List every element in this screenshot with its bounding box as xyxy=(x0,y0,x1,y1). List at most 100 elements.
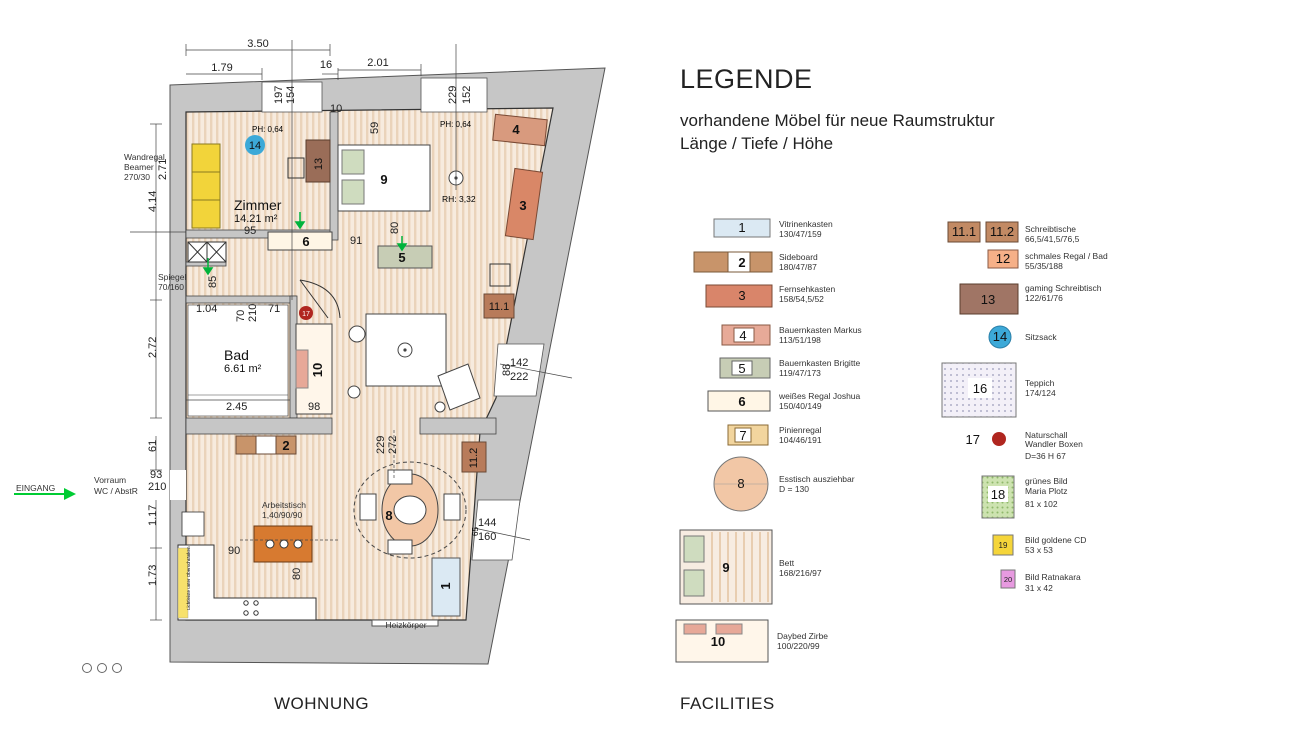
legend-item-16: 16 Teppich 174/124 xyxy=(941,362,1056,418)
slide-pagination[interactable] xyxy=(82,660,127,678)
legend-9-num: 9 xyxy=(722,560,729,575)
legend-item-3: 3 Fernsehkasten 158/54,5/52 xyxy=(705,284,835,308)
legend-3-name: Fernsehkasten xyxy=(779,284,835,294)
furniture-14 xyxy=(245,135,265,155)
legend-12-name: schmales Regal / Bad xyxy=(1025,251,1108,261)
furniture-4 xyxy=(492,113,548,147)
legend-7-dims: 104/46/191 xyxy=(779,435,822,445)
lichtleiste-label: Lichtleiste unter Oberschränken xyxy=(186,546,191,610)
dim-65: 65 xyxy=(471,527,480,536)
legend-8-num: 8 xyxy=(737,476,744,491)
entrance-label: EINGANG xyxy=(16,483,55,493)
legend-item-2: 2 Sideboard 180/47/87 xyxy=(693,251,818,273)
legend-item-11: 11.1 11.2 Schreibtische 66,5/41,5/76,5 xyxy=(947,221,1080,244)
legend-item-20: 20 Bild Ratnakara 31 x 42 xyxy=(1000,569,1081,593)
legend-6-name: weißes Regal Joshua xyxy=(778,391,861,401)
furniture-17 xyxy=(299,306,313,320)
dim-61: 61 xyxy=(147,440,159,452)
legend-4-num: 4 xyxy=(739,328,746,343)
legend-item-10: 10 Daybed Zirbe 100/220/99 xyxy=(675,619,828,663)
bathroom-floor xyxy=(187,304,289,417)
interior-walls xyxy=(185,111,497,435)
slide-dot-2[interactable] xyxy=(97,663,107,673)
legend-20-name: Bild Ratnakara xyxy=(1025,572,1081,582)
ph-label-2: PH: 0,64 xyxy=(440,120,472,129)
legend-4-name: Bauernkasten Markus xyxy=(779,325,862,335)
furniture-4-label: 4 xyxy=(512,122,520,137)
legend-20-dims: 31 x 42 xyxy=(1025,583,1053,593)
furniture-13 xyxy=(305,139,331,183)
legend-4-dims: 113/51/198 xyxy=(779,335,821,345)
legend-9-name: Bett xyxy=(779,558,795,568)
legend-3-dims: 158/54,5/52 xyxy=(779,294,824,304)
furniture-11-1-label: 11.1 xyxy=(489,301,510,313)
legend-item-14: 14 Sitzsack xyxy=(988,325,1057,349)
dim-80a: 80 xyxy=(389,222,401,234)
legend-19-num: 19 xyxy=(999,541,1008,550)
legend-item-1: 1 Vitrinenkasten 130/47/159 xyxy=(713,218,833,239)
dim-w10: 10 xyxy=(330,103,342,115)
legend-19-dims: 53 x 53 xyxy=(1025,545,1053,555)
tab-wohnung[interactable]: WOHNUNG xyxy=(274,694,370,713)
dimension-lines xyxy=(130,40,573,621)
dim-16: 16 xyxy=(320,59,332,71)
legend-2-num: 2 xyxy=(738,255,745,270)
dim-210a: 210 xyxy=(247,304,259,322)
legend-19-name: Bild goldene CD xyxy=(1025,535,1086,545)
legend-14-name: Sitzsack xyxy=(1025,332,1057,342)
dim-117: 1.17 xyxy=(147,505,159,526)
legend-item-18: 18 grünes Bild Maria Plotz 81 x 102 xyxy=(981,475,1068,519)
window-right-2 xyxy=(471,499,521,561)
slide-dot-3[interactable] xyxy=(112,663,122,673)
slide-dot-1[interactable] xyxy=(82,663,92,673)
legend-13-name: gaming Schreibtisch xyxy=(1025,283,1102,293)
door-markers xyxy=(202,212,408,276)
dim-59: 59 xyxy=(369,122,381,134)
legend-16-name: Teppich xyxy=(1025,378,1055,388)
furniture-6 xyxy=(267,231,333,251)
dim-142: 142 xyxy=(510,357,528,369)
legend-item-17: 17 Naturschall Wandler Boxen D=36 H 67 xyxy=(966,430,1084,461)
furniture-17-label: 17 xyxy=(302,311,310,318)
dim-88: 88 xyxy=(501,364,513,376)
wandregal-dims: 270/30 xyxy=(124,172,150,182)
dim-272: 2.72 xyxy=(147,337,159,358)
legend-18-name2: Maria Plotz xyxy=(1025,486,1068,496)
floor-plan: 14 13 6 9 4 3 5 11.1 17 10 2 11.2 xyxy=(14,38,606,665)
furniture-3 xyxy=(504,167,544,241)
wc-label: WC / AbstR xyxy=(94,486,138,496)
tab-facilities[interactable]: FACILITIES xyxy=(680,694,775,713)
furniture-5-label: 5 xyxy=(398,250,405,265)
spiegel-label: Spiegel xyxy=(158,272,186,282)
dim-245: 2.45 xyxy=(226,401,247,413)
rh-label: RH: 3,32 xyxy=(442,194,476,204)
dim-272b: 272 xyxy=(387,436,399,454)
legend-title: LEGENDE xyxy=(680,64,813,94)
legend-13-dims: 122/61/76 xyxy=(1025,293,1063,303)
legend-18-name: grünes Bild xyxy=(1025,476,1068,486)
room-bad: Bad xyxy=(224,347,249,363)
dim-210b: 210 xyxy=(148,481,166,493)
dim-350: 3.50 xyxy=(247,38,268,50)
legend-17-num: 17 xyxy=(966,432,980,447)
dim-70: 70 xyxy=(235,310,247,322)
furniture-14-label: 14 xyxy=(249,140,261,152)
legend-16-num: 16 xyxy=(973,381,987,396)
legend-item-4: 4 Bauernkasten Markus 113/51/198 xyxy=(721,324,862,346)
furniture-8-label: 8 xyxy=(385,508,392,523)
legend-8-name: Esstisch ausziehbar xyxy=(779,474,855,484)
furniture-6-label: 6 xyxy=(302,234,309,249)
dim-173: 1.73 xyxy=(147,565,159,586)
dim-229: 229 xyxy=(375,436,387,454)
legend-11-dims: 66,5/41,5/76,5 xyxy=(1025,234,1080,244)
dim-w152: 152 xyxy=(461,86,473,104)
furniture-11-2 xyxy=(461,441,487,473)
furniture-13-label: 13 xyxy=(313,158,325,170)
dim-144: 144 xyxy=(478,517,496,529)
legend-2-name: Sideboard xyxy=(779,252,818,262)
legend-18-dims: 81 x 102 xyxy=(1025,499,1058,509)
legend-5-num: 5 xyxy=(738,361,745,376)
legend-item-9: 9 Bett 168/216/97 xyxy=(679,529,822,605)
legend-17-dims: D=36 H 67 xyxy=(1025,451,1066,461)
legend-13-num: 13 xyxy=(981,292,995,307)
